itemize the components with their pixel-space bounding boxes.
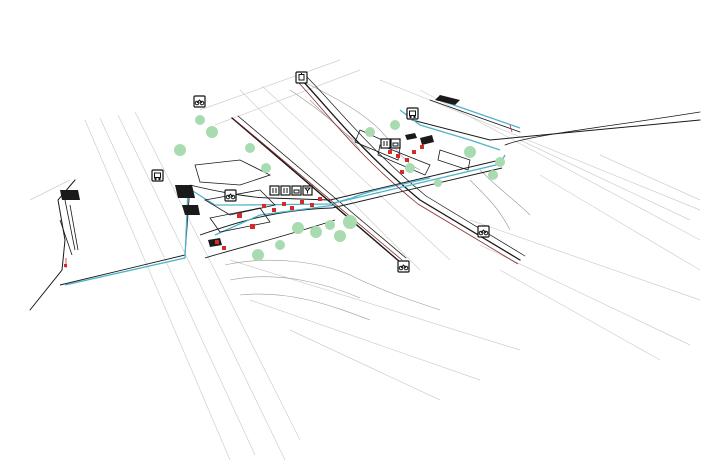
rail-line bbox=[299, 77, 521, 261]
tram-line bbox=[231, 117, 401, 263]
amenity-icons-west bbox=[269, 185, 313, 196]
shop-icon bbox=[390, 138, 401, 149]
amenity-icons-east bbox=[380, 138, 401, 149]
shop-icon bbox=[291, 185, 302, 196]
bar-icon bbox=[302, 185, 313, 196]
bicycle-icon bbox=[397, 260, 410, 273]
restaurant-icon bbox=[280, 185, 291, 196]
bicycle-icon bbox=[477, 225, 490, 238]
bicycle-icon bbox=[193, 95, 206, 108]
direction-markers bbox=[65, 124, 513, 268]
bus-icon bbox=[406, 107, 419, 120]
main-roads bbox=[29, 75, 701, 311]
trees bbox=[174, 115, 505, 261]
background-grid bbox=[29, 59, 701, 461]
restaurant-icon bbox=[269, 185, 280, 196]
tram-icon bbox=[295, 71, 308, 84]
market-stalls bbox=[64, 145, 424, 267]
toilet-icon bbox=[380, 138, 391, 149]
tram-tracks bbox=[234, 81, 519, 265]
building-outlines bbox=[59, 129, 471, 256]
bus-icon bbox=[151, 169, 164, 182]
contour-lines bbox=[224, 79, 531, 321]
bicycle-icon bbox=[224, 189, 237, 202]
